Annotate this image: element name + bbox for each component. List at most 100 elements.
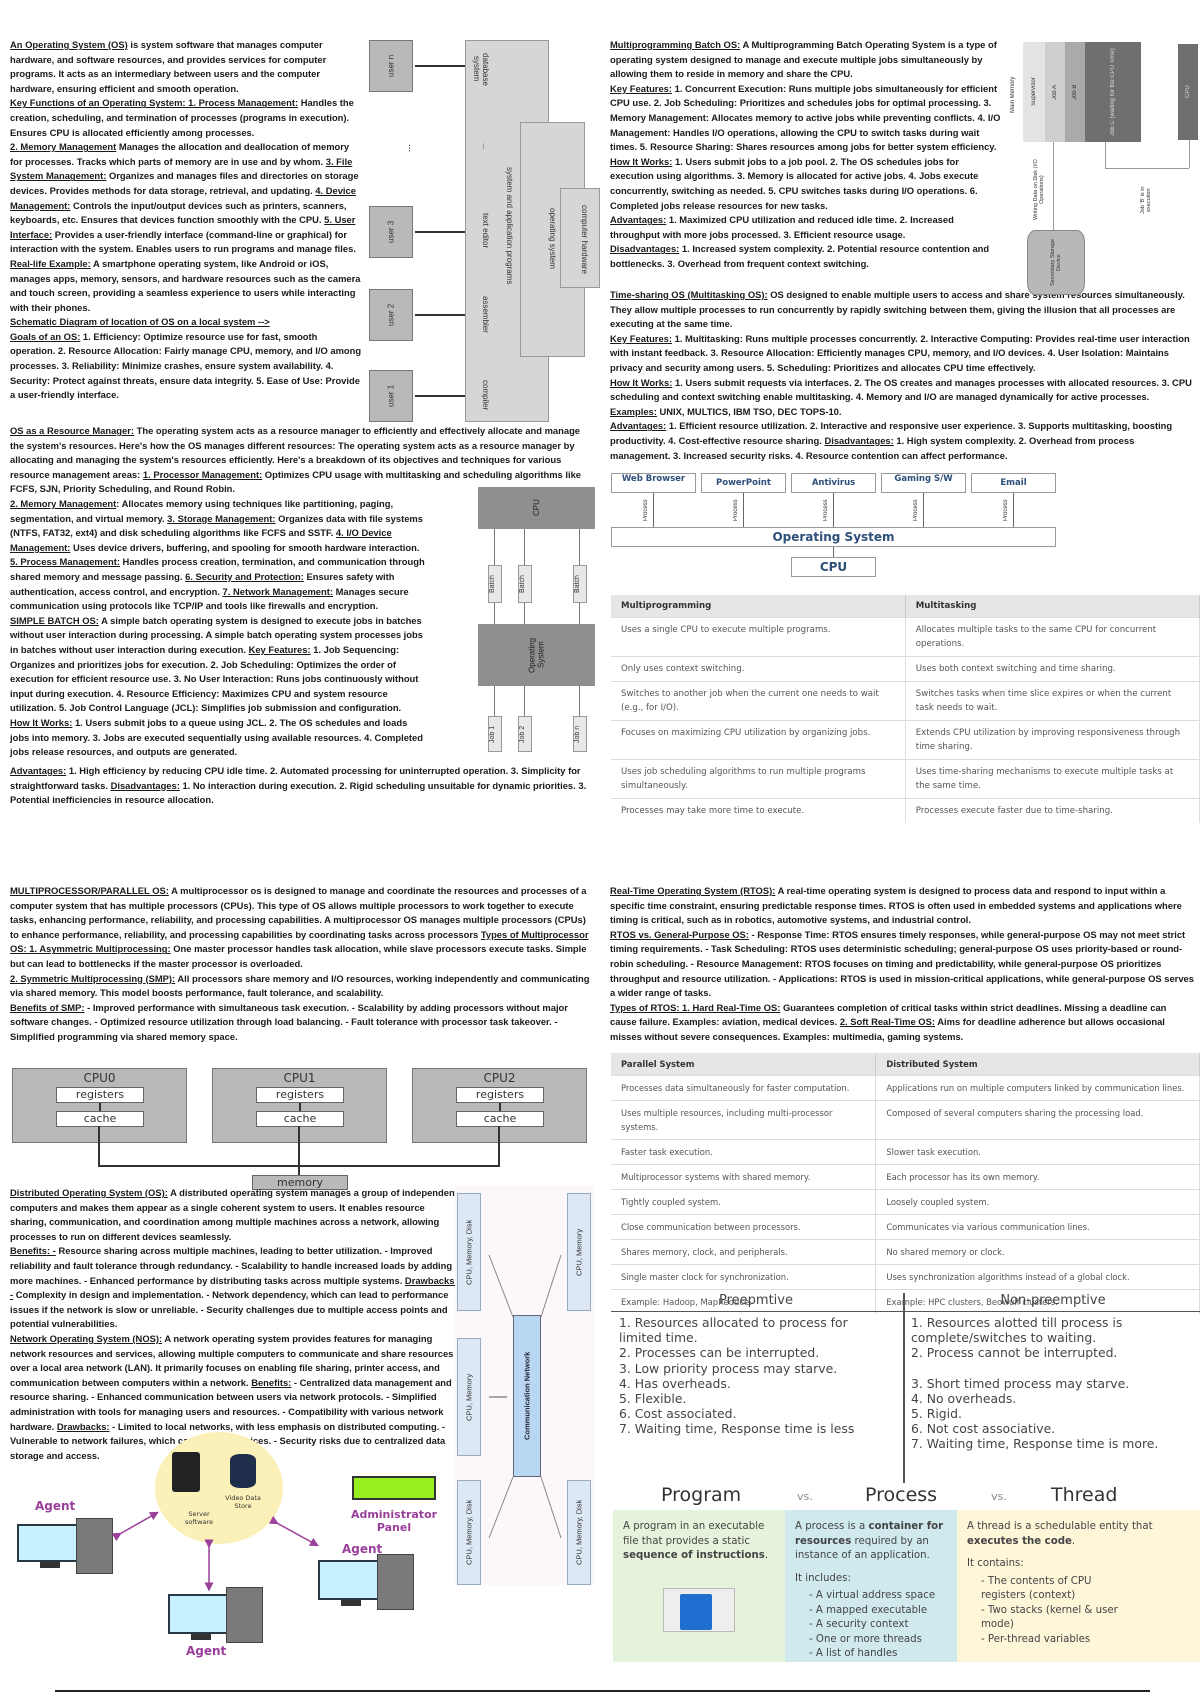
section-heading: Real-life Example: [10, 257, 91, 269]
thread-title: Thread [1051, 1484, 1118, 1506]
section-heading: OS as a Resource Manager: [10, 425, 135, 436]
batch-box: Batch [488, 565, 502, 603]
node-box: CPU, Memory, Disk [567, 1480, 591, 1585]
cpu-box: CPU [478, 487, 595, 529]
os-location-diagram: user n ... user 3 user 2 user 1 database… [365, 38, 600, 423]
table-row: Multiprocessor systems with shared memor… [611, 1164, 1200, 1190]
resource-manager-section: OS as a Resource Manager: The operating … [10, 425, 582, 495]
distributed-system-diagram: CPU, Memory, Disk CPU, Memory CPU, Memor… [455, 1185, 595, 1585]
os-box: Operating System [611, 527, 1056, 547]
non-preemptive-header: Non-preemptive [1000, 1293, 1106, 1308]
table-row: Processes may take more time to execute.… [611, 798, 1200, 823]
node-box: CPU, Memory [567, 1193, 591, 1311]
user-3-box: user 3 [369, 206, 413, 258]
section-heading: Goals of an OS: [10, 330, 81, 342]
arrow [415, 65, 465, 67]
user-n-box: user n [369, 40, 413, 92]
cpu2-box: CPU2 registers cache [412, 1068, 587, 1143]
rtos-section: Real-Time Operating System (RTOS): A rea… [610, 885, 1194, 1042]
job-box: Job 2 [518, 716, 532, 752]
table-row: Uses multiple resources, including multi… [611, 1100, 1200, 1140]
table-header: Multiprogramming [611, 595, 906, 618]
tower-icon [226, 1587, 263, 1643]
connection-arrows [111, 1511, 319, 1592]
process-title: Process [865, 1484, 938, 1506]
preemptive-list: 1. Resources allocated to process for li… [619, 1315, 855, 1437]
cpu-box: CPU [791, 557, 876, 577]
agent-label: Agent [186, 1644, 227, 1658]
bottom-divider [55, 1690, 1150, 1692]
distributed-os-section: Distributed Operating System (OS): A dis… [10, 1187, 458, 1461]
monitor-icon [168, 1594, 233, 1634]
server-icon [172, 1452, 200, 1492]
arrow [415, 231, 465, 233]
data-store-icon [230, 1454, 256, 1488]
batch-os-diagram: CPU Batch Batch Batch Operating System J… [478, 487, 595, 752]
cpu0-box: CPU0 registers cache [12, 1068, 187, 1143]
time-sharing-diagram: Web Browser PowerPoint Antivirus Gaming … [611, 473, 1061, 585]
table-header: Distributed System [875, 1053, 1200, 1076]
program-card: A program in an executable file that pro… [613, 1510, 785, 1662]
section-heading: MULTIPROCESSOR/PARALLEL OS: [10, 885, 169, 896]
network-os-diagram: Server software Video Data Store Adminis… [0, 1432, 450, 1667]
table-row: Uses job scheduling algorithms to run mu… [611, 759, 1200, 799]
section-heading: Time-sharing OS (Multitasking OS): [610, 289, 768, 300]
time-sharing-section: Time-sharing OS (Multitasking OS): OS de… [610, 289, 1192, 461]
section-heading: Key Functions of an Operating System: 1.… [10, 97, 299, 109]
app-box: PowerPoint [701, 473, 786, 493]
cpu-segment: CPU [1178, 44, 1198, 140]
section-heading: Real-Time Operating System (RTOS): [610, 885, 776, 896]
table-row: Shares memory, clock, and peripherals.No… [611, 1239, 1200, 1265]
app-box: Antivirus [791, 473, 876, 493]
table-header: Parallel System [611, 1053, 877, 1076]
section-heading: Multiprogramming Batch OS: [610, 39, 741, 50]
admin-panel-icon [352, 1476, 436, 1500]
job-box: Job n [573, 716, 587, 752]
preemptive-comparison: Preepmtive Non-preemptive 1. Resources a… [611, 1293, 1200, 1483]
monitor-icon [318, 1560, 383, 1600]
tower-icon [76, 1518, 113, 1574]
preemptive-header: Preepmtive [719, 1293, 793, 1308]
job-b-segment: Job B [1065, 42, 1085, 142]
section-heading: Network Operating System (NOS): [10, 1332, 163, 1344]
table-header: Multitasking [905, 595, 1200, 618]
cpu1-box: CPU1 registers cache [212, 1068, 387, 1143]
bus-line [98, 1126, 100, 1166]
os-intro-section: An Operating System (OS) is system softw… [10, 39, 362, 401]
table-row: Close communication between processors.C… [611, 1214, 1200, 1240]
batch-box: Batch [573, 565, 587, 603]
thread-card: A thread is a schedulable entity that ex… [957, 1510, 1200, 1662]
hardware-layer: computer hardware [560, 188, 600, 288]
memory-box: memory [252, 1175, 348, 1190]
arrow [415, 395, 465, 397]
multiprogramming-memory-diagram: Main Memory Supervisor Job A Job B Job C… [1005, 40, 1200, 295]
program-title: Program [661, 1484, 742, 1506]
thread-contains-list: The contents of CPU registers (context) … [967, 1575, 1132, 1648]
table-row: Only uses context switching.Uses both co… [611, 656, 1200, 682]
process-includes-list: A virtual address space A mapped executa… [795, 1589, 947, 1662]
table-row: Faster task execution.Slower task execut… [611, 1139, 1200, 1165]
app-box: Web Browser [611, 473, 696, 493]
batch-adv-section: Advantages: 1. High efficiency by reduci… [10, 765, 587, 806]
communication-network-box: Communication Network [513, 1315, 541, 1477]
program-process-thread: Program vs. Process vs. Thread A program… [611, 1484, 1200, 1662]
multiprocessor-section: MULTIPROCESSOR/PARALLEL OS: A multiproce… [10, 885, 590, 1042]
network-links [488, 1254, 562, 1539]
table-row: Focuses on maximizing CPU utilization by… [611, 720, 1200, 760]
job-box: Job 1 [488, 716, 502, 752]
secondary-storage-cylinder: Secondary Storage Device [1027, 230, 1085, 295]
table-row: Uses a single CPU to execute multiple pr… [611, 617, 1200, 657]
job-a-segment: Job A [1045, 42, 1065, 142]
node-box: CPU, Memory [457, 1338, 481, 1456]
multiprogramming-vs-multitasking-table: Multiprogramming Multitasking Uses a sin… [611, 595, 1200, 823]
table-row: Single master clock for synchronization.… [611, 1264, 1200, 1290]
app-box: Gaming S/W [881, 473, 966, 493]
section-heading: SIMPLE BATCH OS: [10, 614, 99, 626]
supervisor-segment: Supervisor [1023, 42, 1045, 142]
parallel-vs-distributed-table: Parallel System Distributed System Proce… [611, 1053, 1200, 1314]
app-box: Email [971, 473, 1056, 493]
smp-cpu-diagram: CPU0 registers cache CPU1 registers cach… [12, 1068, 592, 1190]
node-box: CPU, Memory, Disk [457, 1193, 481, 1311]
non-preemptive-list: 1. Resources alotted till process is com… [911, 1315, 1159, 1452]
table-row: Example: Hadoop, MapReduce.Example: HPC … [611, 1289, 1200, 1314]
